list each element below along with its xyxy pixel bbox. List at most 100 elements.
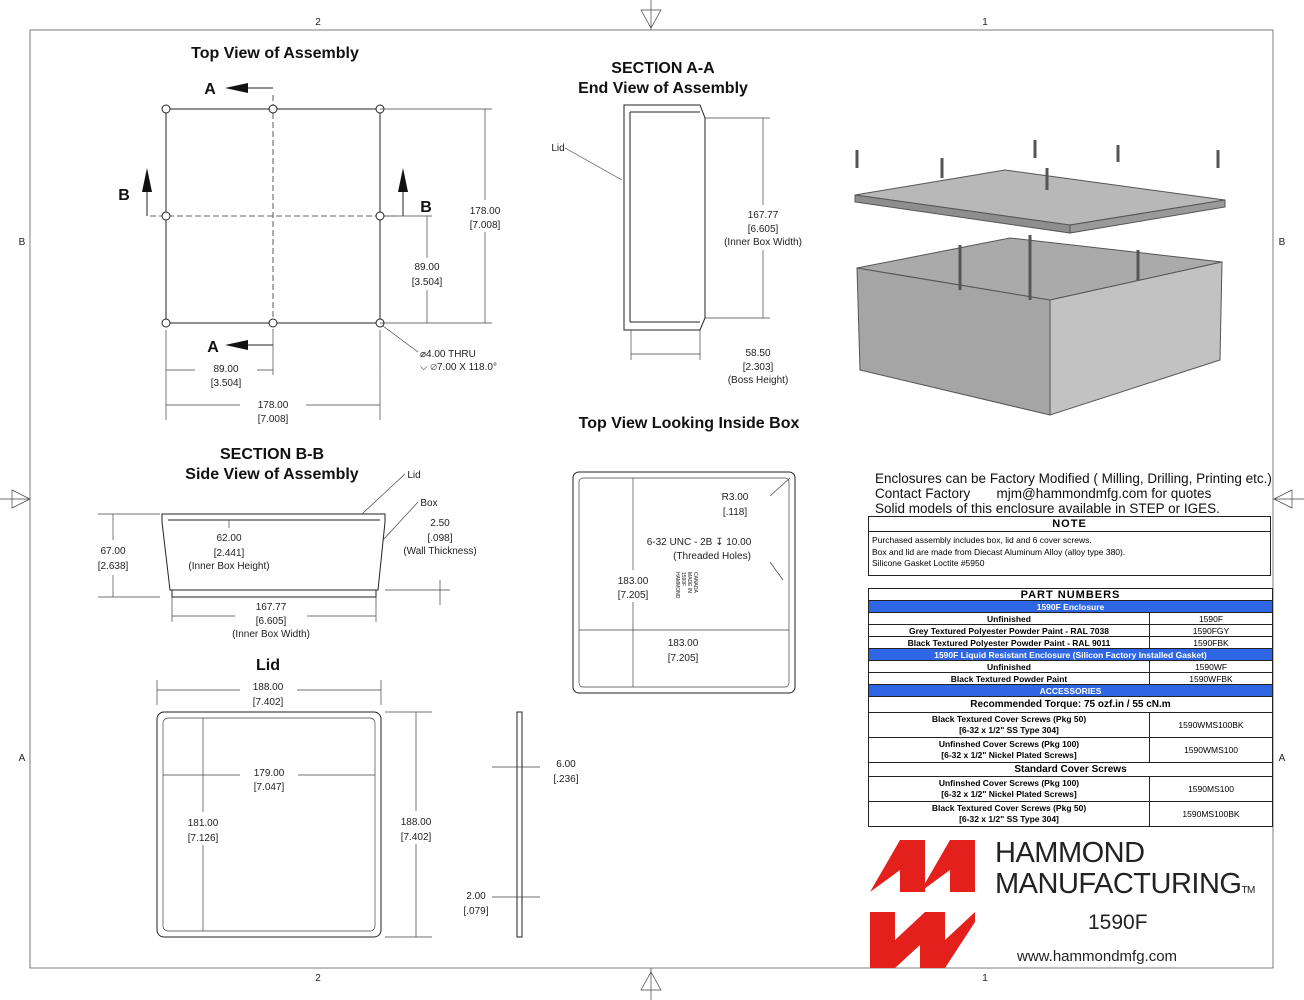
dimension-value: 6.00 [556, 759, 576, 770]
trademark: TM [1241, 885, 1255, 896]
note-line: Box and lid are made from Diecast Alumin… [872, 546, 1126, 557]
zone-label: 2 [315, 17, 321, 28]
dimension-value: [2.638] [98, 561, 129, 572]
brand-line: MANUFACTURING [995, 868, 1242, 900]
dimension-value: [7.126] [188, 833, 219, 844]
svg-text:CANADA: CANADA [692, 572, 698, 594]
info-text: Enclosures can be Factory Modified ( Mil… [875, 471, 1272, 516]
dimension-value: [.118] [723, 507, 747, 518]
dimension-value: [7.205] [668, 653, 699, 664]
view-title: Lid [256, 657, 280, 674]
zone-label: B [19, 237, 26, 248]
dimension-note: (Inner Box Width) [724, 237, 802, 248]
note-box: NOTE Purchased assembly includes box, li… [868, 516, 1271, 576]
dimension-value: 188.00 [401, 817, 432, 828]
hole-callout: ⌀4.00 THRU [420, 349, 476, 360]
website-link[interactable]: www.hammondmfg.com [1017, 948, 1178, 965]
dimension-value: 89.00 [414, 262, 439, 273]
table-row: Black Textured Polyester Powder Paint - … [868, 636, 1273, 649]
table-row: Unfinshed Cover Screws (Pkg 100)[6-32 x … [868, 737, 1273, 763]
dimension-value: [3.504] [211, 378, 242, 389]
dimension-value: R3.00 [722, 492, 749, 503]
dimension-value: 178.00 [258, 400, 289, 411]
dimension-value: [6.605] [748, 224, 779, 235]
dimension-value: 58.50 [745, 348, 770, 359]
dimension-value: 62.00 [216, 533, 241, 544]
table-row: Grey Textured Polyester Powder Paint - R… [868, 624, 1273, 637]
dimension-value: 2.50 [430, 518, 450, 529]
hammond-logo-mark [870, 840, 975, 968]
view-subtitle: Side View of Assembly [185, 466, 359, 483]
dimension-value: 167.77 [748, 210, 779, 221]
thread-callout: 6-32 UNC - 2B ↧ 10.00 [647, 537, 752, 548]
info-line: Enclosures can be Factory Modified ( Mil… [875, 471, 1272, 486]
cast-stamp: HAMMOND 1590F MADE IN CANADA [674, 572, 698, 599]
part-number: 1590F [1088, 911, 1148, 934]
group-header: 1590F Enclosure [868, 600, 1273, 613]
brand-line: HAMMOND [995, 837, 1145, 869]
hole-callout: ⌵ ⌀7.00 X 118.0° [420, 362, 497, 373]
zone-label: A [1279, 753, 1286, 764]
dimension-value: 181.00 [188, 818, 219, 829]
table-row: Unfinshed Cover Screws (Pkg 100)[6-32 x … [868, 776, 1273, 802]
callout-label: Lid [407, 470, 420, 481]
dimension-value: 67.00 [100, 546, 125, 557]
dimension-value: [2.441] [214, 548, 245, 559]
note-line: Purchased assembly includes box, lid and… [872, 535, 1092, 545]
dimension-value: 183.00 [668, 638, 699, 649]
zone-label: B [1279, 237, 1286, 248]
section-bb-view: SECTION B-B Side View of Assembly Lid Bo… [98, 446, 477, 640]
dimension-note: (Inner Box Width) [232, 629, 310, 640]
dimension-note: (Boss Height) [728, 375, 789, 386]
dimension-value: [6.605] [256, 616, 287, 627]
table-row: Black Textured Cover Screws (Pkg 50)[6-3… [868, 801, 1273, 827]
callout-label: Box [420, 498, 437, 509]
dimension-value: 89.00 [213, 364, 238, 375]
lid-view: Lid 188.00 [7.402] 179.00 [7.047] 181.00… [156, 657, 579, 938]
dimension-value: [7.402] [253, 697, 284, 708]
svg-text:1590F: 1590F [680, 572, 686, 586]
group-header: ACCESSORIES [868, 684, 1273, 697]
info-line: Contact Factory mjm@hammondmfg.com for q… [875, 486, 1212, 501]
dimension-value: [3.504] [412, 277, 443, 288]
isometric-box-illustration [854, 140, 1226, 416]
group-header: 1590F Liquid Resistant Enclosure (Silico… [868, 648, 1273, 661]
info-line: Solid models of this enclosure available… [875, 501, 1220, 516]
dimension-value: [2.303] [743, 362, 774, 373]
dimension-note: (Wall Thickness) [403, 546, 476, 557]
dimension-note: (Inner Box Height) [188, 561, 269, 572]
table-row: Black Textured Cover Screws (Pkg 50)[6-3… [868, 712, 1273, 738]
section-marker: B [118, 187, 130, 204]
section-aa-view: SECTION A-A End View of Assembly Lid 167… [551, 60, 802, 386]
table-title: PART NUMBERS [868, 588, 1273, 601]
view-title: Top View Looking Inside Box [579, 415, 800, 432]
view-subtitle: End View of Assembly [578, 80, 748, 97]
callout-label: Lid [551, 143, 564, 154]
zone-label: 1 [982, 17, 988, 28]
dimension-value: [.098] [427, 533, 452, 544]
view-title: Top View of Assembly [191, 45, 359, 62]
zone-label: 2 [315, 973, 321, 984]
group-header: Standard Cover Screws [868, 762, 1273, 777]
dimension-value: 183.00 [618, 576, 649, 587]
dimension-value: [7.047] [254, 782, 285, 793]
section-marker: A [204, 81, 216, 98]
dimension-value: [7.402] [401, 832, 432, 843]
note-title: NOTE [869, 517, 1270, 532]
inside-view: Top View Looking Inside Box R3.00 [.118]… [572, 415, 800, 694]
dimension-value: 167.77 [256, 602, 287, 613]
dimension-value: [.236] [553, 774, 578, 785]
svg-text:MADE IN: MADE IN [686, 572, 692, 593]
view-title: SECTION A-A [611, 60, 715, 77]
zone-label: A [19, 753, 26, 764]
note-line: Silicone Gasket Loctite #5950 [872, 558, 985, 568]
dimension-value: 178.00 [470, 206, 501, 217]
section-marker: A [207, 339, 219, 356]
